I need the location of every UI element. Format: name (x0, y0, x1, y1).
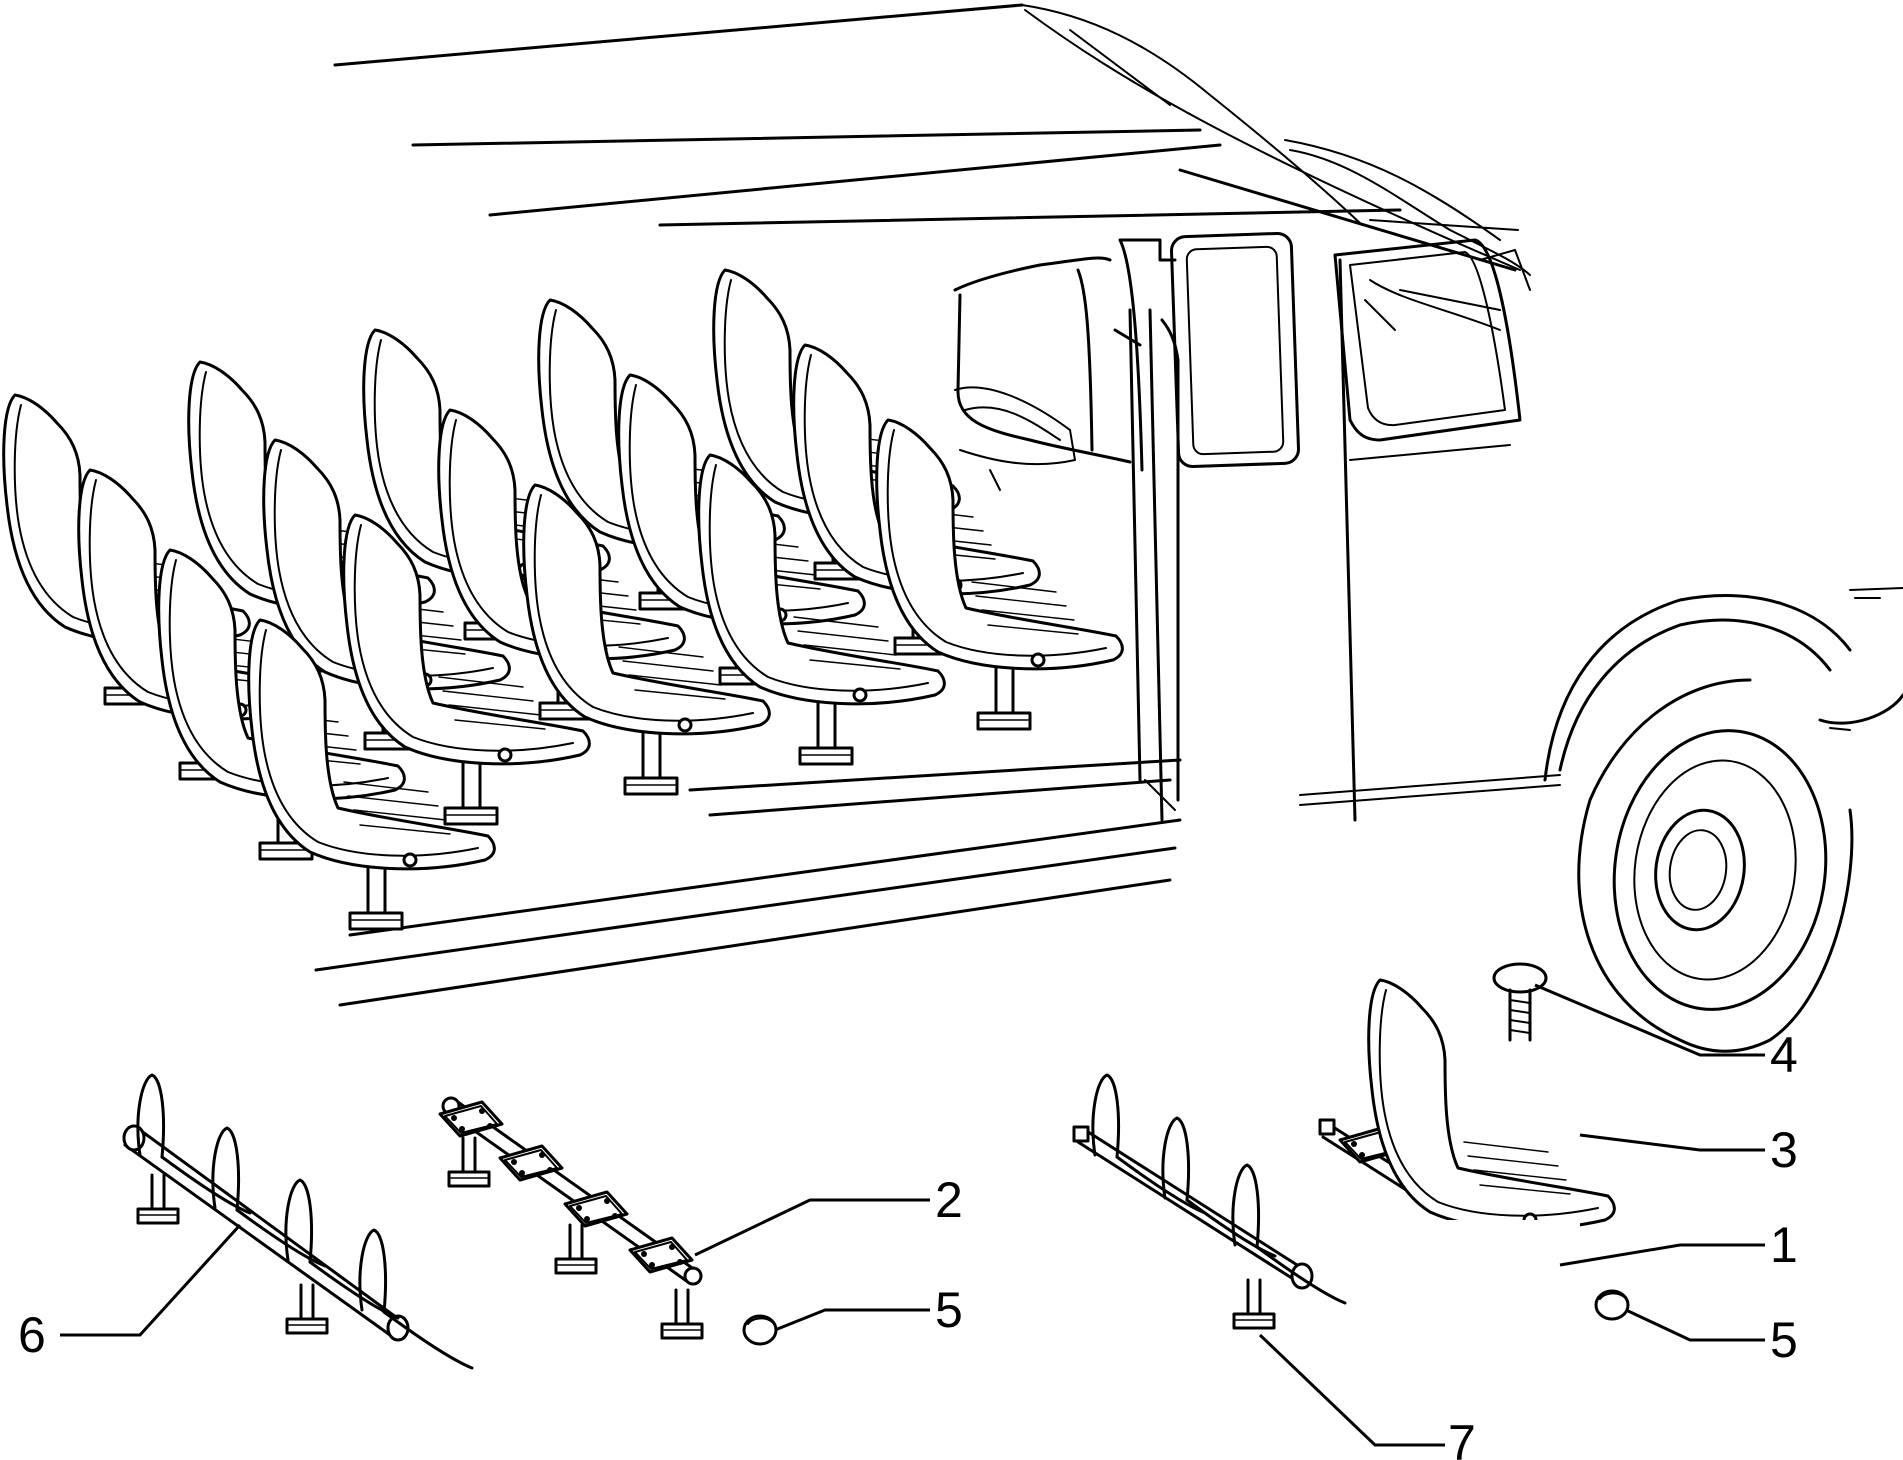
backrest-frame-left (122, 1073, 474, 1370)
callout-7: 7 (1448, 1415, 1476, 1460)
callout-4: 4 (1770, 1027, 1798, 1083)
end-cap-right (1594, 1289, 1630, 1321)
seat-rows (2, 268, 1124, 931)
seat-bolt (1492, 962, 1548, 1042)
seat-shell-exploded (1367, 978, 1616, 1330)
callout-6: 6 (18, 1307, 46, 1363)
double-seat-frame (438, 1096, 704, 1340)
callout-labels: 4 3 2 1 5 5 6 7 (18, 1027, 1798, 1460)
van-body (314, 3, 1903, 1053)
callout-5-left: 5 (935, 1282, 963, 1338)
backrest-frame-right (1072, 1073, 1347, 1330)
callout-2: 2 (935, 1172, 963, 1228)
end-cap-left (742, 1314, 778, 1346)
callout-1: 1 (1770, 1217, 1798, 1273)
callout-5-right: 5 (1770, 1312, 1798, 1368)
callout-3: 3 (1770, 1122, 1798, 1178)
leader-lines (60, 983, 1765, 1447)
